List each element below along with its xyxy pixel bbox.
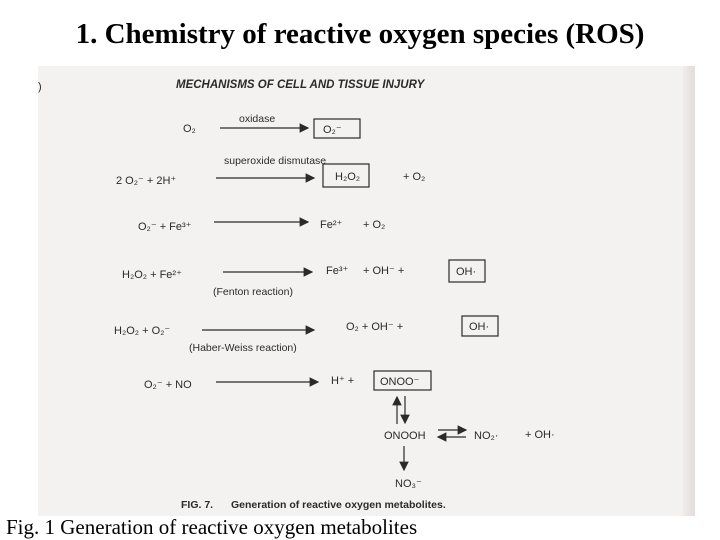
reaction-4-note: (Fenton reaction) <box>213 286 293 298</box>
reaction-3-left: O₂⁻ + Fe³⁺ <box>138 221 192 233</box>
no2-label: NO₂· <box>474 430 498 442</box>
slide-caption: Fig. 1 Generation of reactive oxygen met… <box>6 515 418 539</box>
reaction-1-product-box <box>313 118 361 139</box>
reaction-3-product: Fe²⁺ <box>320 219 343 231</box>
reaction-5-radical: OH· <box>469 321 489 333</box>
reaction-2-left: 2 O₂⁻ + 2H⁺ <box>116 175 176 187</box>
reaction-4-left: H₂O₂ + Fe²⁺ <box>122 269 182 281</box>
reaction-6-product-box <box>373 370 432 391</box>
oh-radical-label: + OH· <box>525 429 555 441</box>
reaction-5-left: H₂O₂ + O₂⁻ <box>114 325 170 337</box>
scan-page-edge <box>683 66 695 516</box>
reaction-4-radical-box <box>448 259 486 283</box>
reaction-1-enzyme: oxidase <box>239 113 275 125</box>
scan-figure-caption: Generation of reactive oxygen metabolite… <box>231 499 446 511</box>
reaction-6-product: ONOO⁻ <box>380 376 420 388</box>
reaction-6-left: O₂⁻ + NO <box>144 379 192 391</box>
reaction-4-radical: OH· <box>456 266 476 278</box>
reaction-5-radical-box <box>461 315 499 337</box>
reaction-2-byproduct: + O₂ <box>403 171 425 183</box>
reaction-6-proton: H⁺ + <box>331 375 354 387</box>
reaction-4-product: Fe³⁺ <box>326 265 349 277</box>
reaction-1-left: O₂ <box>183 123 196 135</box>
scan-header: MECHANISMS OF CELL AND TISSUE INJURY <box>176 79 426 91</box>
reaction-4-byproduct: + OH⁻ + <box>363 265 404 277</box>
onooh-label: ONOOH <box>384 430 426 442</box>
scan-figure-label: FIG. 7. <box>181 499 213 511</box>
slide-title: 1. Chemistry of reactive oxygen species … <box>75 18 645 50</box>
scanned-figure: MECHANISMS OF CELL AND TISSUE INJURY ) O… <box>38 66 695 516</box>
reaction-5-products: O₂ + OH⁻ + <box>346 321 403 333</box>
reaction-2-product-box <box>322 163 370 188</box>
reaction-diagram: MECHANISMS OF CELL AND TISSUE INJURY ) O… <box>38 79 555 511</box>
reaction-1-product: O₂⁻ <box>323 124 342 136</box>
reaction-3-byproduct: + O₂ <box>363 219 385 231</box>
reaction-2-product: H₂O₂ <box>335 171 360 183</box>
reaction-5-note: (Haber-Weiss reaction) <box>189 342 297 354</box>
scan-margin-mark: ) <box>38 81 42 93</box>
no3-label: NO₃⁻ <box>395 478 422 490</box>
reaction-2-enzyme: superoxide dismutase <box>224 155 326 167</box>
